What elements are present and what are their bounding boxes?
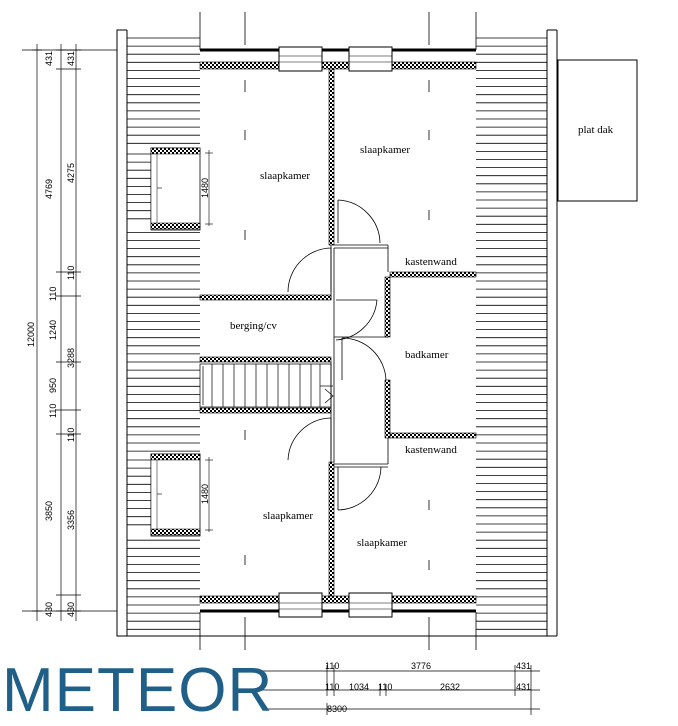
- dim-inner-lower: 3356: [66, 510, 76, 530]
- dim-inner-wall1: 110: [66, 266, 76, 280]
- bottom-wall: [199, 592, 477, 618]
- meteor-logo: METEOR: [2, 656, 274, 725]
- dim-outer-lower: 3850: [44, 501, 54, 521]
- bathroom-wall-left: [384, 276, 391, 338]
- dim-inner-bottom: 430: [66, 602, 76, 617]
- room-slaapkamer-sw: slaapkamer: [263, 510, 313, 522]
- dormer-lower: [150, 453, 213, 537]
- dim-bottom-row2-wall1: 110: [325, 682, 339, 692]
- top-window-left: [278, 46, 323, 72]
- room-slaapkamer-ne: slaapkamer: [360, 144, 410, 156]
- dim-inner-stair-total: 3288: [66, 348, 76, 368]
- plat-dak-label: plat dak: [578, 124, 614, 136]
- dim-inner-wall3: 110: [48, 404, 58, 418]
- doors: [287, 199, 387, 511]
- bottom-window-right: [348, 592, 393, 618]
- dim-bottom-row1-right: 431: [516, 661, 531, 671]
- dim-bottom-row1-main: 3776: [411, 661, 431, 671]
- door-berging: [335, 299, 378, 341]
- berging-wall-top: [199, 294, 332, 301]
- floor-area: [200, 50, 476, 612]
- dim-inner-upper: 4275: [66, 163, 76, 183]
- dim-bottom-row2-main: 2632: [440, 682, 460, 692]
- room-badkamer: badkamer: [405, 349, 449, 361]
- dim-bottom-total: 8300: [327, 704, 347, 714]
- kastenwand-top-wall: [389, 271, 477, 278]
- top-window-right: [348, 46, 393, 72]
- door-nw-bedroom: [287, 247, 332, 293]
- bottom-dimension-lines: [262, 665, 540, 715]
- door-ne-bedroom: [337, 199, 381, 244]
- dormer-lower-dim: 1480: [200, 484, 210, 504]
- stair-wall-bottom: [199, 407, 332, 414]
- roof-right: [476, 37, 547, 630]
- bathroom-wall-left-lower: [384, 379, 391, 439]
- dim-outer-top: 431: [44, 51, 54, 66]
- dim-inner-wall2: 110: [48, 287, 58, 301]
- building-outline: [116, 29, 558, 637]
- door-se-bedroom: [337, 466, 382, 511]
- door-sw-bedroom: [287, 417, 332, 461]
- dim-bottom-row2-right: 431: [516, 682, 531, 692]
- dim-outer-bottom: 430: [44, 602, 54, 617]
- dim-inner-berging: 1240: [48, 320, 58, 340]
- bottom-window-left: [278, 592, 323, 618]
- dormer-upper: [150, 147, 213, 231]
- room-kastenwand-bottom: kastenwand: [405, 444, 457, 456]
- staircase: [199, 363, 334, 408]
- left-dimension-lines: [22, 44, 117, 621]
- grid-axes: [199, 12, 477, 650]
- dim-inner-wall4: 110: [66, 428, 76, 442]
- top-wall: [199, 46, 477, 72]
- central-wall-upper: [328, 68, 335, 246]
- dim-outer-upper: 4769: [44, 179, 54, 199]
- central-wall-lower: [328, 461, 335, 597]
- dim-outer-total: 12000: [26, 322, 36, 347]
- room-berging: berging/cv: [230, 320, 277, 332]
- dim-inner-top: 431: [66, 51, 76, 66]
- room-slaapkamer-se: slaapkamer: [357, 537, 407, 549]
- dim-bottom-row1-wall: 110: [325, 661, 339, 671]
- roof-left: [127, 37, 200, 630]
- kastenwand-bottom-wall: [389, 432, 477, 439]
- plat-dak-area: [557, 59, 638, 202]
- dim-bottom-row2-mid: 1034: [349, 682, 369, 692]
- dim-inner-stair: 950: [48, 378, 58, 393]
- room-kastenwand-top: kastenwand: [405, 256, 457, 268]
- dim-bottom-row2-wall2: 110: [378, 682, 392, 692]
- room-slaapkamer-nw: slaapkamer: [260, 170, 310, 182]
- dormer-upper-dim: 1480: [200, 178, 210, 198]
- berging-wall-bottom: [199, 356, 332, 363]
- door-bathroom: [341, 337, 387, 381]
